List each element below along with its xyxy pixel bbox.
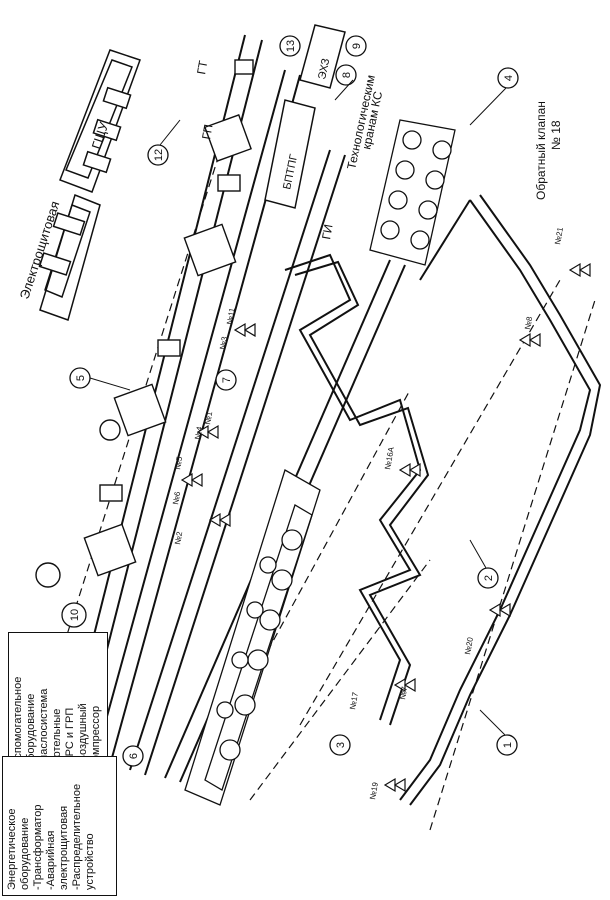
valve-number-labels: №1 №4 №5 №6 №2 №3 №7 №8 №16А №17 №19 №20… <box>171 226 565 800</box>
callout-7: 7 <box>221 377 233 383</box>
main-pipelines <box>39 34 596 831</box>
callout-2: 2 <box>483 575 495 581</box>
cooling-units <box>184 469 321 806</box>
callout-6: 6 <box>128 753 140 759</box>
legend-aux-line-2: оборудование <box>25 693 37 766</box>
valve-label-11: №11 <box>225 307 237 326</box>
leader-lines <box>89 79 507 736</box>
valve-label-16a: №16А <box>383 446 396 471</box>
no18-label: № 18 <box>549 120 563 150</box>
callout-1: 1 <box>502 742 514 748</box>
valve-label-4: №4 <box>193 425 204 440</box>
check-valve-label: Обратный клапан <box>534 101 548 200</box>
legend-energy-line-7: устройство <box>84 833 96 890</box>
valve-label-21: №21 <box>553 226 565 245</box>
valve-label-2: №2 <box>173 530 184 545</box>
callout-10: 10 <box>69 609 81 621</box>
callout-13: 13 <box>285 40 297 52</box>
valve-label-8: №8 <box>523 315 534 330</box>
ekhz-label: ЭХЗ <box>316 57 332 81</box>
callout-8: 8 <box>341 72 353 78</box>
valve-label-1: №1 <box>203 410 214 425</box>
callout-9: 9 <box>351 43 363 49</box>
legend-energy-line-1: Энергетическое <box>6 808 18 890</box>
legend-aux-line-5: -ГРС и ГРП <box>64 707 76 766</box>
compressor-units <box>35 59 254 588</box>
legend-energy-line-4: -Аварийная <box>45 830 57 890</box>
legend-energy-line-6: -Распределительное <box>71 783 83 890</box>
electro-panel-building <box>38 194 101 321</box>
legend-aux-line-1: Вспомогательное <box>12 676 24 766</box>
legend-aux-line-3: -маслосистема <box>38 688 50 766</box>
callout-4: 4 <box>503 75 515 81</box>
valve-symbols <box>180 262 591 793</box>
callout-5: 5 <box>75 375 87 381</box>
legend-energy-line-2: оборудование <box>19 817 31 890</box>
legend-aux-line-6: -Воздушный <box>77 703 89 766</box>
ekhz-building <box>299 24 346 89</box>
zigzag-pipeline <box>284 253 430 726</box>
legend-energy-line-3: -Трансформатор <box>32 804 44 890</box>
legend-aux-line-7: компрессор <box>90 705 102 766</box>
valve-label-17: №17 <box>348 691 360 710</box>
gi-label: ГИ <box>319 223 335 240</box>
legend-energy-line-5: электрощитовая <box>58 805 70 890</box>
valve-label-20: №20 <box>463 636 475 655</box>
valve-label-7: №7 <box>398 685 409 700</box>
bpptig-building <box>264 99 316 209</box>
loop-pipeline <box>399 194 602 806</box>
gas-cleaning-unit <box>369 119 456 266</box>
legend-auxiliary-equipment: Вспомогательное оборудование -маслосисте… <box>8 632 108 772</box>
valve-label-19: №19 <box>368 781 380 800</box>
gp-label: ГП <box>199 123 215 140</box>
valve-label-5: №5 <box>173 455 184 470</box>
legend-aux-line-4: -котельные <box>51 708 63 766</box>
gt-label: ГТ <box>194 59 210 76</box>
legend-energy-equipment: Энергетическое оборудование -Трансформат… <box>2 756 117 896</box>
valve-label-6: №6 <box>171 490 182 505</box>
valve-label-3: №3 <box>218 335 229 350</box>
callout-3: 3 <box>335 742 347 748</box>
callout-12: 12 <box>153 149 165 161</box>
gshu-building <box>59 49 141 193</box>
